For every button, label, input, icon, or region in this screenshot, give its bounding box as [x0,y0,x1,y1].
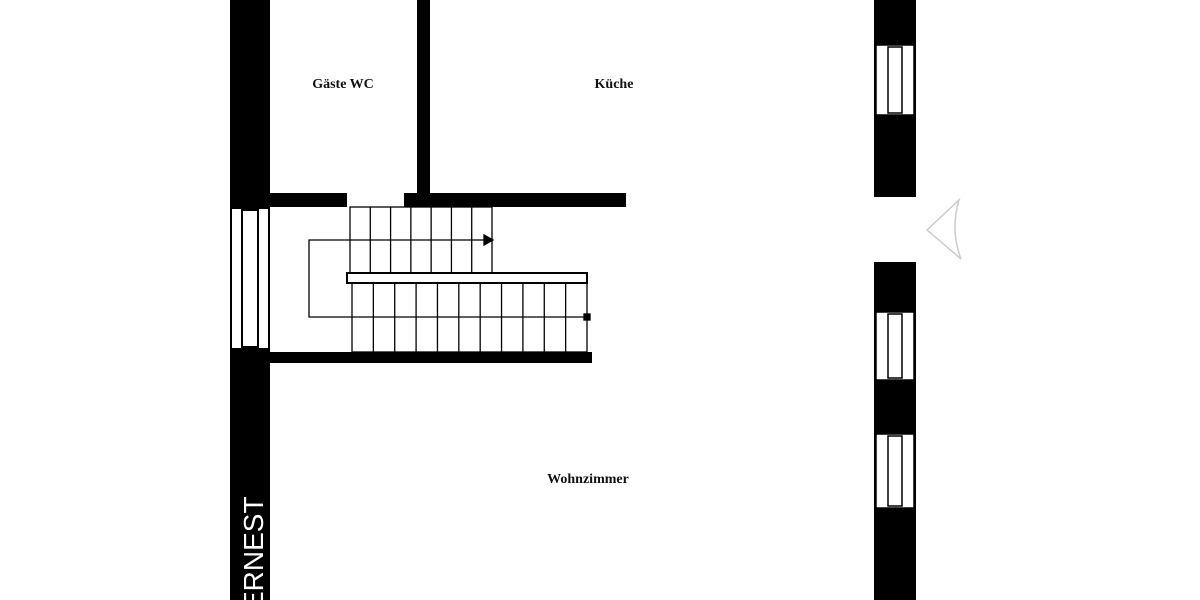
wall-text: ERNEST [238,496,269,600]
handrail [346,272,588,284]
wc-kitchen-wall [417,0,430,197]
room-label-living-room: Wohnzimmer [547,472,629,487]
stair-end-marker [583,313,591,321]
room-label-guest-wc: Gäste WC [312,77,374,92]
upper-wall-left [270,193,347,207]
triangle-direction-icon [925,197,962,260]
staircase [308,206,591,353]
upper-wall-right [404,193,626,207]
window-right-3 [875,433,915,509]
window-right-2 [875,311,915,381]
lower-stair-wall [270,352,592,363]
right-wall [874,0,916,600]
window-right-1 [875,44,915,116]
room-label-kitchen: Küche [595,77,634,92]
window-left [230,207,270,350]
arrow-right-icon [483,233,495,247]
left-wall: ERNEST [230,0,270,600]
